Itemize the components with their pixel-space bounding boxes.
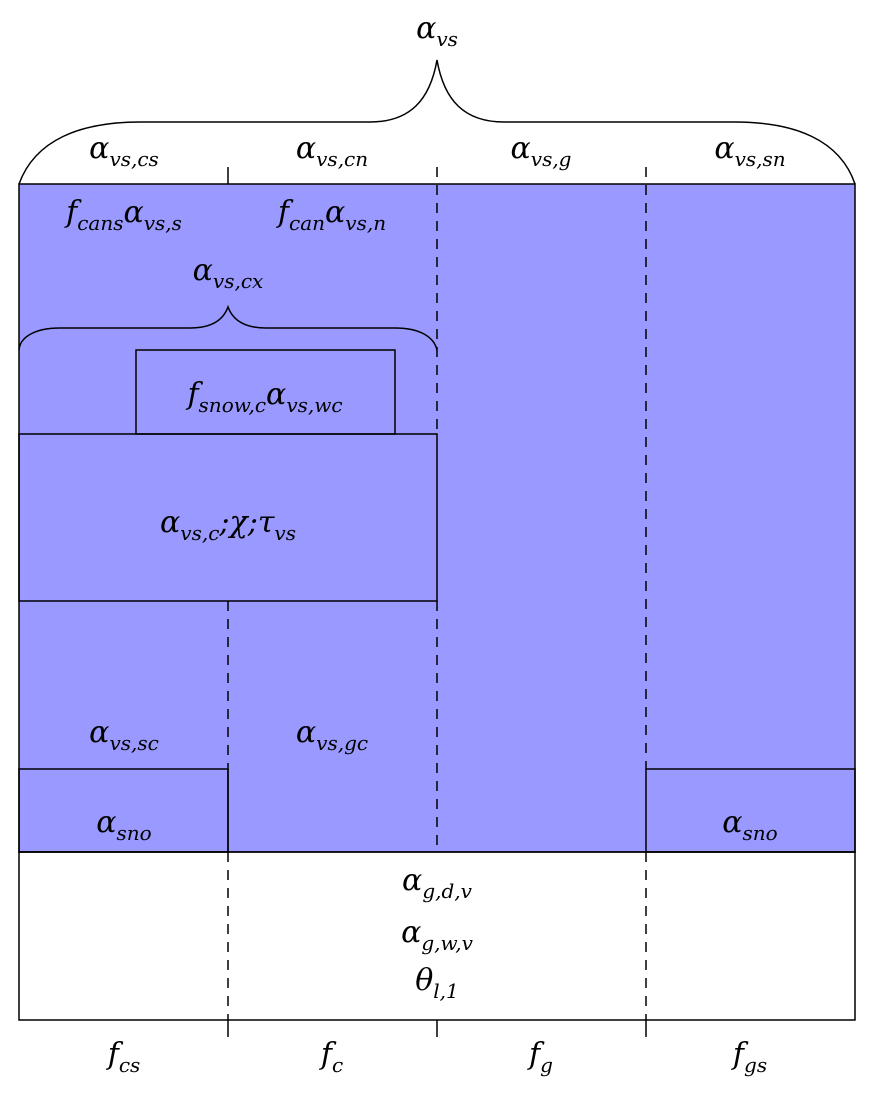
header-cs: αvs,cs: [89, 131, 159, 171]
label-sno-right: αsno: [722, 805, 777, 845]
label-cx: αvs,cx: [193, 253, 264, 293]
header-g: αvs,g: [511, 131, 572, 171]
label-sc: αvs,sc: [89, 715, 159, 755]
fraction-g: fg: [527, 1037, 553, 1077]
label-alpha-vs: αvs: [416, 11, 458, 51]
canopy-outline: [18, 183, 856, 853]
header-cn: αvs,cn: [296, 131, 368, 171]
header-sn: αvs,sn: [714, 131, 785, 171]
cx-brace: [18, 304, 438, 351]
fraction-c: fc: [319, 1037, 343, 1077]
fraction-gs: fgs: [731, 1037, 767, 1077]
label-leaf: αvs,c;χ;τvs: [160, 505, 296, 545]
label-theta: θl,1: [415, 963, 459, 1003]
label-cans: fcansαvs,s: [64, 195, 182, 235]
label-ground-wet: αg,w,v: [401, 915, 474, 955]
label-gc: αvs,gc: [296, 715, 368, 755]
fraction-cs: fcs: [106, 1037, 141, 1077]
label-ground-dry: αg,d,v: [402, 863, 473, 903]
top-brace: [18, 59, 856, 185]
label-wet-snow: fsnow,cαvs,wc: [185, 377, 342, 417]
label-sno-left: αsno: [96, 805, 151, 845]
